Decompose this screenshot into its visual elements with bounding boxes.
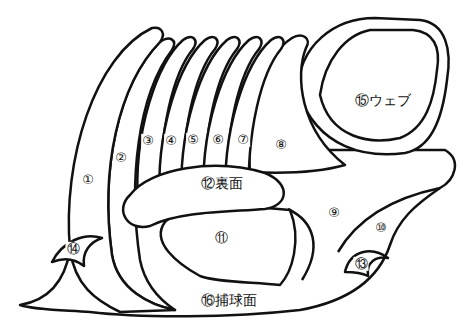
callout-number: ④	[164, 134, 178, 148]
callout-number: ③	[141, 134, 155, 148]
part-name: ⑮ウェブ	[354, 93, 412, 108]
callout-number: ⑧	[274, 138, 288, 152]
palm-11	[161, 207, 296, 285]
callout-number: ⑤	[186, 133, 200, 147]
finger-band-1	[69, 28, 175, 312]
callout-number: ①	[81, 173, 95, 187]
web-frame	[298, 18, 449, 154]
callout-number: ⑪	[214, 231, 229, 245]
web	[320, 30, 438, 140]
part-name: ⑫裏面	[200, 176, 244, 191]
back-strap-12	[123, 166, 284, 227]
callout-number: ⑥	[211, 133, 225, 147]
thumb-band-10	[338, 188, 440, 252]
callout-number: ⑩	[374, 221, 388, 235]
callout-number: ⑨	[327, 206, 341, 220]
hook-13	[345, 251, 388, 276]
callout-number: ⑭	[66, 242, 81, 256]
callout-number: ②	[114, 151, 128, 165]
callout-number: ⑬	[354, 257, 369, 271]
thumb-line-9	[288, 209, 313, 280]
part-name: ⑯捕球面	[200, 293, 258, 308]
callout-number: ⑦	[236, 133, 250, 147]
hook-14	[52, 236, 102, 266]
